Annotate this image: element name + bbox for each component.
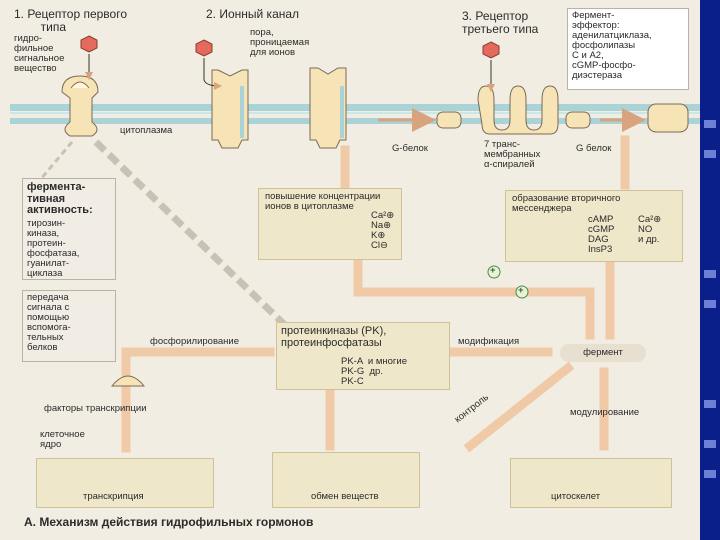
signal-transfer-box: передача сигнала с помощью вспомога- тел…	[22, 290, 116, 362]
label-modulation: модулирование	[570, 407, 640, 418]
plus-sign-2: +	[518, 285, 524, 296]
label-pk-title: протеинкиназы (PK), протеинфосфатазы	[281, 325, 387, 349]
transcription-box: транскрипция	[36, 458, 214, 508]
label-ions: Ca²⊕ Na⊕ K⊕ Cl⊖	[371, 210, 395, 251]
label-g-protein-right: G белок	[576, 143, 612, 154]
label-g-protein-left: G-белок	[392, 143, 428, 154]
label-pk-list: PK-A и многие PK-G др. PK-C	[341, 356, 407, 387]
signal-molecule-1	[80, 35, 98, 53]
plus-marker-1	[487, 265, 501, 279]
receptor-type3	[436, 85, 689, 135]
protein-kinase-box: протеинкиназы (PK), протеинфосфатазы PK-…	[276, 322, 450, 390]
label-cell-nucleus: клеточное ядро	[40, 429, 85, 450]
label-hydrophilic-signal: гидро- фильное сигнальное вещество	[14, 33, 65, 74]
label-cytoplasm: цитоплазма	[120, 125, 173, 136]
label-messengers-b: Ca²⊕ NO и др.	[638, 214, 662, 245]
signal-molecule-2	[195, 39, 213, 57]
slide-accent-bar	[700, 0, 720, 540]
plus-sign-1: +	[490, 265, 496, 276]
label-ion-channel: 2. Ионный канал	[206, 7, 300, 21]
label-transcription: транскрипция	[83, 491, 144, 502]
label-cytoskeleton: цитоскелет	[551, 491, 601, 502]
second-messenger-box: образование вторичного мессенджера cAMP …	[505, 190, 683, 262]
label-modification: модификация	[458, 336, 520, 347]
ion-increase-box: повышение концентрации ионов в цитоплазм…	[258, 188, 402, 260]
plus-marker-2	[515, 285, 529, 299]
label-messengers-a: cAMP cGMP DAG InsP3	[588, 214, 615, 255]
label-7tm-helices: 7 транс- мембранных α-спиралей	[484, 139, 541, 170]
label-metabolism: обмен веществ	[311, 491, 379, 502]
label-ion-increase: повышение концентрации ионов в цитоплазм…	[265, 191, 381, 212]
label-pore: пора, проницаемая для ионов	[250, 27, 310, 58]
label-enzyme-list: тирозин- киназа, протеин- фосфатаза, гуа…	[27, 218, 80, 279]
metabolism-box: обмен веществ	[272, 452, 420, 508]
enzyme-node: фермент	[560, 344, 646, 362]
label-enzymatic-activity: фермента- тивная активность:	[27, 181, 93, 217]
label-receptor-type1: 1. Рецептор первого типа	[14, 7, 127, 34]
pathway-arrows	[121, 135, 630, 453]
ion-channel	[211, 67, 347, 149]
transcription-factor-icon	[110, 375, 146, 387]
label-transcription-factors: факторы транскрипции	[44, 403, 147, 414]
cytoskeleton-box: цитоскелет	[510, 458, 672, 508]
enzyme-effector-box: Фермент- эффектор: аденилатциклаза, фосф…	[567, 8, 689, 90]
label-phosphorylation: фосфорилирование	[150, 336, 240, 347]
receptor-type1	[61, 75, 99, 137]
diagram-canvas	[10, 35, 700, 485]
figure-caption: А. Механизм действия гидрофильных гормон…	[24, 515, 314, 529]
enzymatic-activity-box: фермента- тивная активность: тирозин- ки…	[22, 178, 116, 280]
signal-molecule-3	[482, 41, 500, 59]
label-receptor-type3: 3. Рецептор третьего типа	[462, 9, 539, 36]
label-second-messenger: образование вторичного мессенджера	[512, 193, 621, 214]
cell-membrane	[10, 104, 700, 124]
